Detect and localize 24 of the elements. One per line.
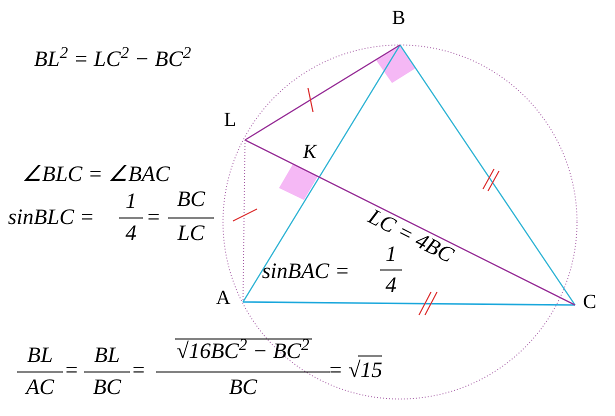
formula: BL — [26, 344, 54, 366]
formula: AC — [24, 376, 56, 398]
formula: 1 — [124, 190, 138, 212]
formula: BC — [228, 376, 258, 398]
formula: sinBLC = — [8, 206, 94, 228]
formula: 1 — [384, 243, 398, 265]
formula: sinBAC = — [262, 260, 350, 282]
formula: BC — [92, 376, 122, 398]
formula: = — [146, 206, 161, 228]
point-label: K — [303, 142, 316, 162]
formula: = — [131, 359, 146, 381]
formula: 4 — [384, 274, 398, 296]
point-label: L — [224, 110, 236, 130]
formula: 4 — [124, 222, 138, 244]
point-label: B — [392, 8, 406, 28]
formula: = √15 — [328, 359, 382, 381]
formula: = — [64, 359, 79, 381]
point-label: C — [583, 292, 596, 312]
formula: BL — [93, 344, 121, 366]
formula: LC — [176, 222, 206, 244]
point-label: A — [216, 288, 230, 308]
formula: BL$^{2}$ = LC$^{2}$ − BC$^{2}$ — [34, 48, 192, 70]
formula: ∠BLC = ∠BAC — [22, 163, 170, 185]
formula: BC — [176, 188, 206, 210]
